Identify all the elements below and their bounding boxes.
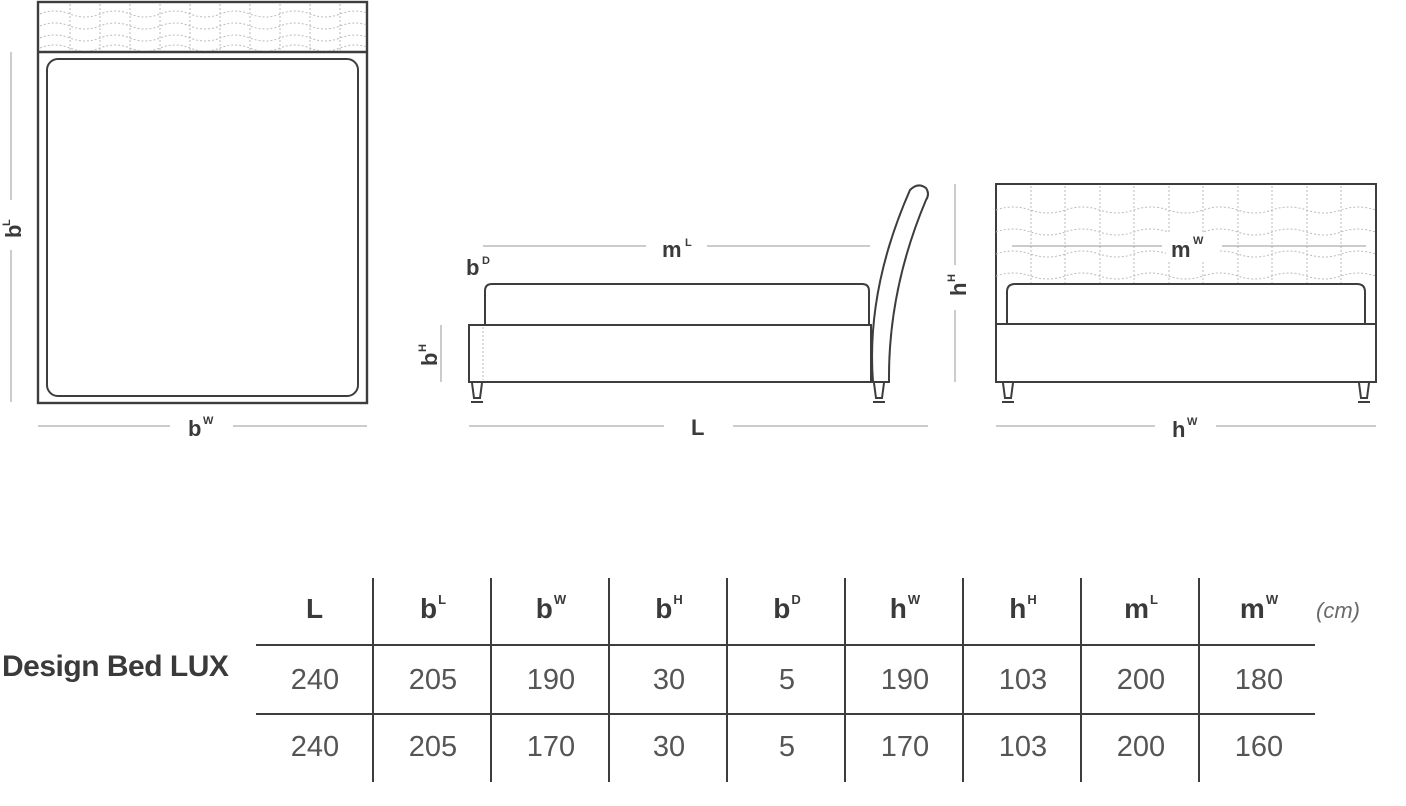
side-view-base [468,324,872,383]
table-cell: 30 [652,731,686,763]
side-view-leg [471,382,483,399]
table-cell: 205 [408,731,458,763]
table-header-L: L [305,593,324,624]
front-view-leg [1358,382,1370,399]
table-column-divider [490,578,492,782]
dim-label-hW-sup: W [1187,416,1198,428]
front-view-leg [1002,382,1014,399]
side-view: m L b D b H L [417,184,929,440]
dim-label-bL: b [1,225,26,238]
table-cell: 103 [998,731,1048,763]
dim-label-mW: m [1171,237,1191,262]
dim-label-hH-sup: H [946,274,958,282]
side-view-leg [873,382,885,399]
table-column-divider [962,578,964,782]
dim-label-bD-sup: D [482,255,490,267]
top-view-headboard-quilting [39,4,367,51]
front-view: m W h H h W [946,183,1377,442]
front-view-headboard [995,183,1377,383]
dim-label-bH: b [417,353,442,366]
table-cell: 240 [290,664,340,696]
table-header-mW: mW [1239,592,1279,624]
table-header-hW: hW [889,592,921,624]
front-view-mattress [1006,283,1366,324]
table-cell: 205 [408,664,458,696]
top-view-mattress [46,58,359,397]
dim-label-mL: m [662,237,682,262]
table-column-divider [372,578,374,782]
table-column-divider [726,578,728,782]
table-column-divider [608,578,610,782]
dim-label-mW-sup: W [1193,235,1204,247]
side-view-headboard [871,184,929,383]
dim-label-bD: b [466,255,479,280]
top-view-frame [36,0,369,405]
product-name: Design Bed LUX [2,650,229,683]
table-header-bW: bW [535,592,567,624]
table-header-mL: mL [1124,592,1158,624]
table-header-bL: bL [419,592,447,624]
dim-label-hH: h [946,283,971,296]
table-header-hH: hH [1009,592,1037,624]
dim-label-bW-sup: W [203,415,214,427]
top-view: b L b W [1,0,369,441]
table-cell: 30 [652,664,686,696]
dim-label-bH-sup: H [417,344,429,352]
table-column-divider [1198,578,1200,782]
table-cell: 180 [1234,664,1284,696]
table-cell: 160 [1234,731,1284,763]
table-cell: 170 [880,731,930,763]
dim-label-L: L [691,415,704,440]
table-cell: 5 [778,731,796,763]
dim-label-mL-sup: L [685,237,692,249]
table-row-divider [256,713,1315,715]
table-cell: 200 [1116,731,1166,763]
table-cell: 190 [526,664,576,696]
dim-label-bW: b [188,416,201,441]
table-cell: 103 [998,664,1048,696]
unit-label: (cm) [1316,598,1360,623]
dim-label-hW: h [1172,417,1185,442]
table-column-divider [844,578,846,782]
table-header-bD: bD [773,592,801,624]
table-header-bH: bH [655,592,683,624]
table-cell: 170 [526,731,576,763]
bed-technical-drawing: b L b W m L b D b H L [1,0,1377,442]
dim-label-bL-sup: L [1,219,13,226]
table-cell: 240 [290,731,340,763]
table-cell: 190 [880,664,930,696]
table-column-divider [1080,578,1082,782]
side-view-mattress [484,283,870,325]
table-header-divider [256,644,1315,646]
dimensions-table: L bL bW bH bD hW hH mL mW 240 205 190 30… [256,578,1315,782]
table-cell: 5 [778,664,796,696]
table-cell: 200 [1116,664,1166,696]
